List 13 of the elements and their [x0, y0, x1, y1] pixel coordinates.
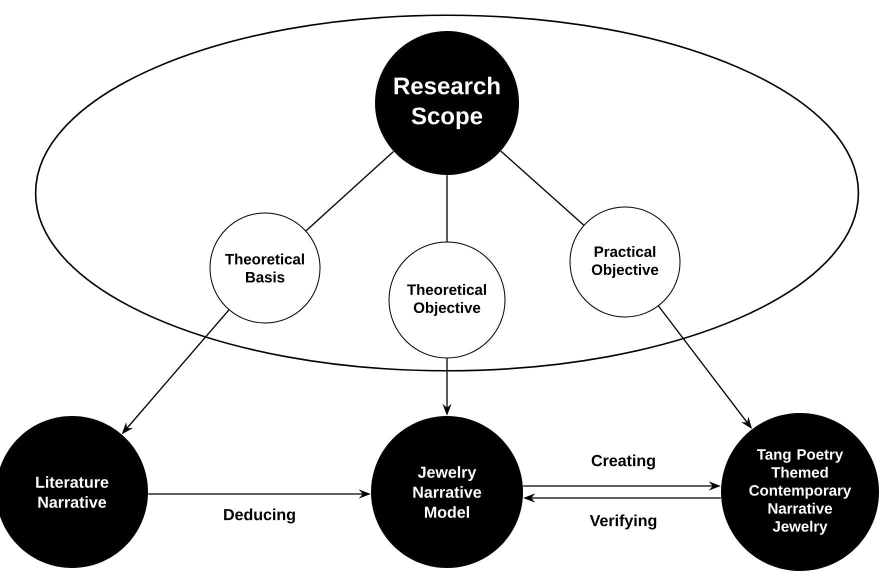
circle-node: Theoretical Basis [210, 212, 320, 324]
edge-label: Creating [590, 454, 657, 470]
scope-ellipse [34, 14, 860, 372]
circle-node: Tang Poetry Themed Contemporary Narrative Jewelry [721, 413, 880, 571]
edge-label: Deducing [222, 508, 297, 524]
circle-node: Theoretical Objective [388, 242, 506, 358]
connector-line [446, 175, 448, 242]
edge-label: Verifying [588, 514, 658, 530]
connector-line [306, 151, 394, 232]
circle-node: Jewelry Narrative Model [371, 416, 523, 568]
circle-node: Practical Objective [570, 206, 681, 318]
circle-node: Research Scope [375, 31, 519, 175]
connector-line [500, 150, 584, 226]
